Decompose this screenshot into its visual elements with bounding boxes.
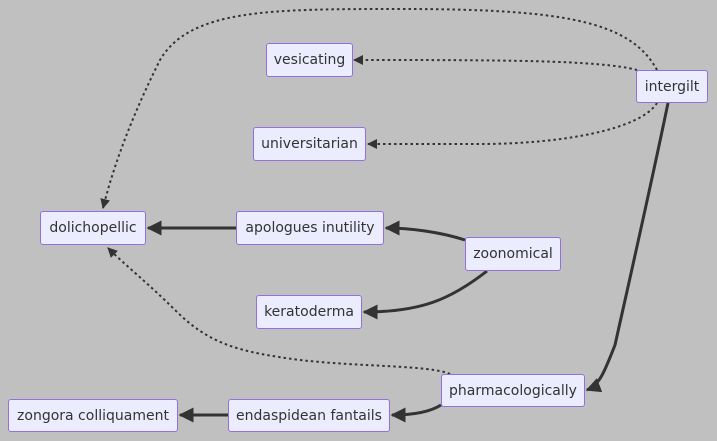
node-label: pharmacologically bbox=[449, 382, 577, 399]
node-label: keratoderma bbox=[264, 304, 354, 320]
edge-intergilt-to-pharmacologically bbox=[585, 102, 670, 393]
node-label: universitarian bbox=[261, 136, 358, 152]
node-label: vesicating bbox=[273, 52, 346, 68]
node-zongora-colliquament[interactable]: zongora colliquament bbox=[8, 399, 178, 432]
edge-intergilt-to-dolichopellic bbox=[100, 7, 658, 209]
edge-pharmacologically-to-dolichopellic bbox=[107, 247, 451, 375]
edge-intergilt-to-universitarian bbox=[367, 102, 658, 149]
node-label: zongora colliquament bbox=[17, 407, 169, 424]
node-vesicating[interactable]: vesicating bbox=[266, 43, 353, 77]
node-label: dolichopellic bbox=[49, 220, 137, 236]
node-apologues-inutility[interactable]: apologues inutility bbox=[236, 211, 384, 245]
node-label: zoonomical bbox=[473, 246, 553, 262]
node-pharmacologically[interactable]: pharmacologically bbox=[441, 374, 585, 407]
edge-zoonomical-to-apologues-inutility bbox=[384, 220, 466, 242]
node-endaspidean-fantails[interactable]: endaspidean fantails bbox=[228, 399, 390, 432]
edge-intergilt-to-vesicating bbox=[353, 55, 638, 71]
node-keratoderma[interactable]: keratoderma bbox=[256, 295, 362, 329]
node-dolichopellic[interactable]: dolichopellic bbox=[40, 211, 146, 245]
node-label: apologues inutility bbox=[245, 220, 375, 236]
edge-pharmacologically-to-endaspidean-fantails bbox=[390, 403, 442, 423]
edge-zoonomical-to-keratoderma bbox=[362, 269, 488, 320]
node-label: endaspidean fantails bbox=[236, 407, 382, 424]
node-zoonomical[interactable]: zoonomical bbox=[465, 237, 561, 271]
node-universitarian[interactable]: universitarian bbox=[253, 127, 366, 161]
node-intergilt[interactable]: intergilt bbox=[636, 70, 708, 103]
node-label: intergilt bbox=[644, 78, 700, 95]
